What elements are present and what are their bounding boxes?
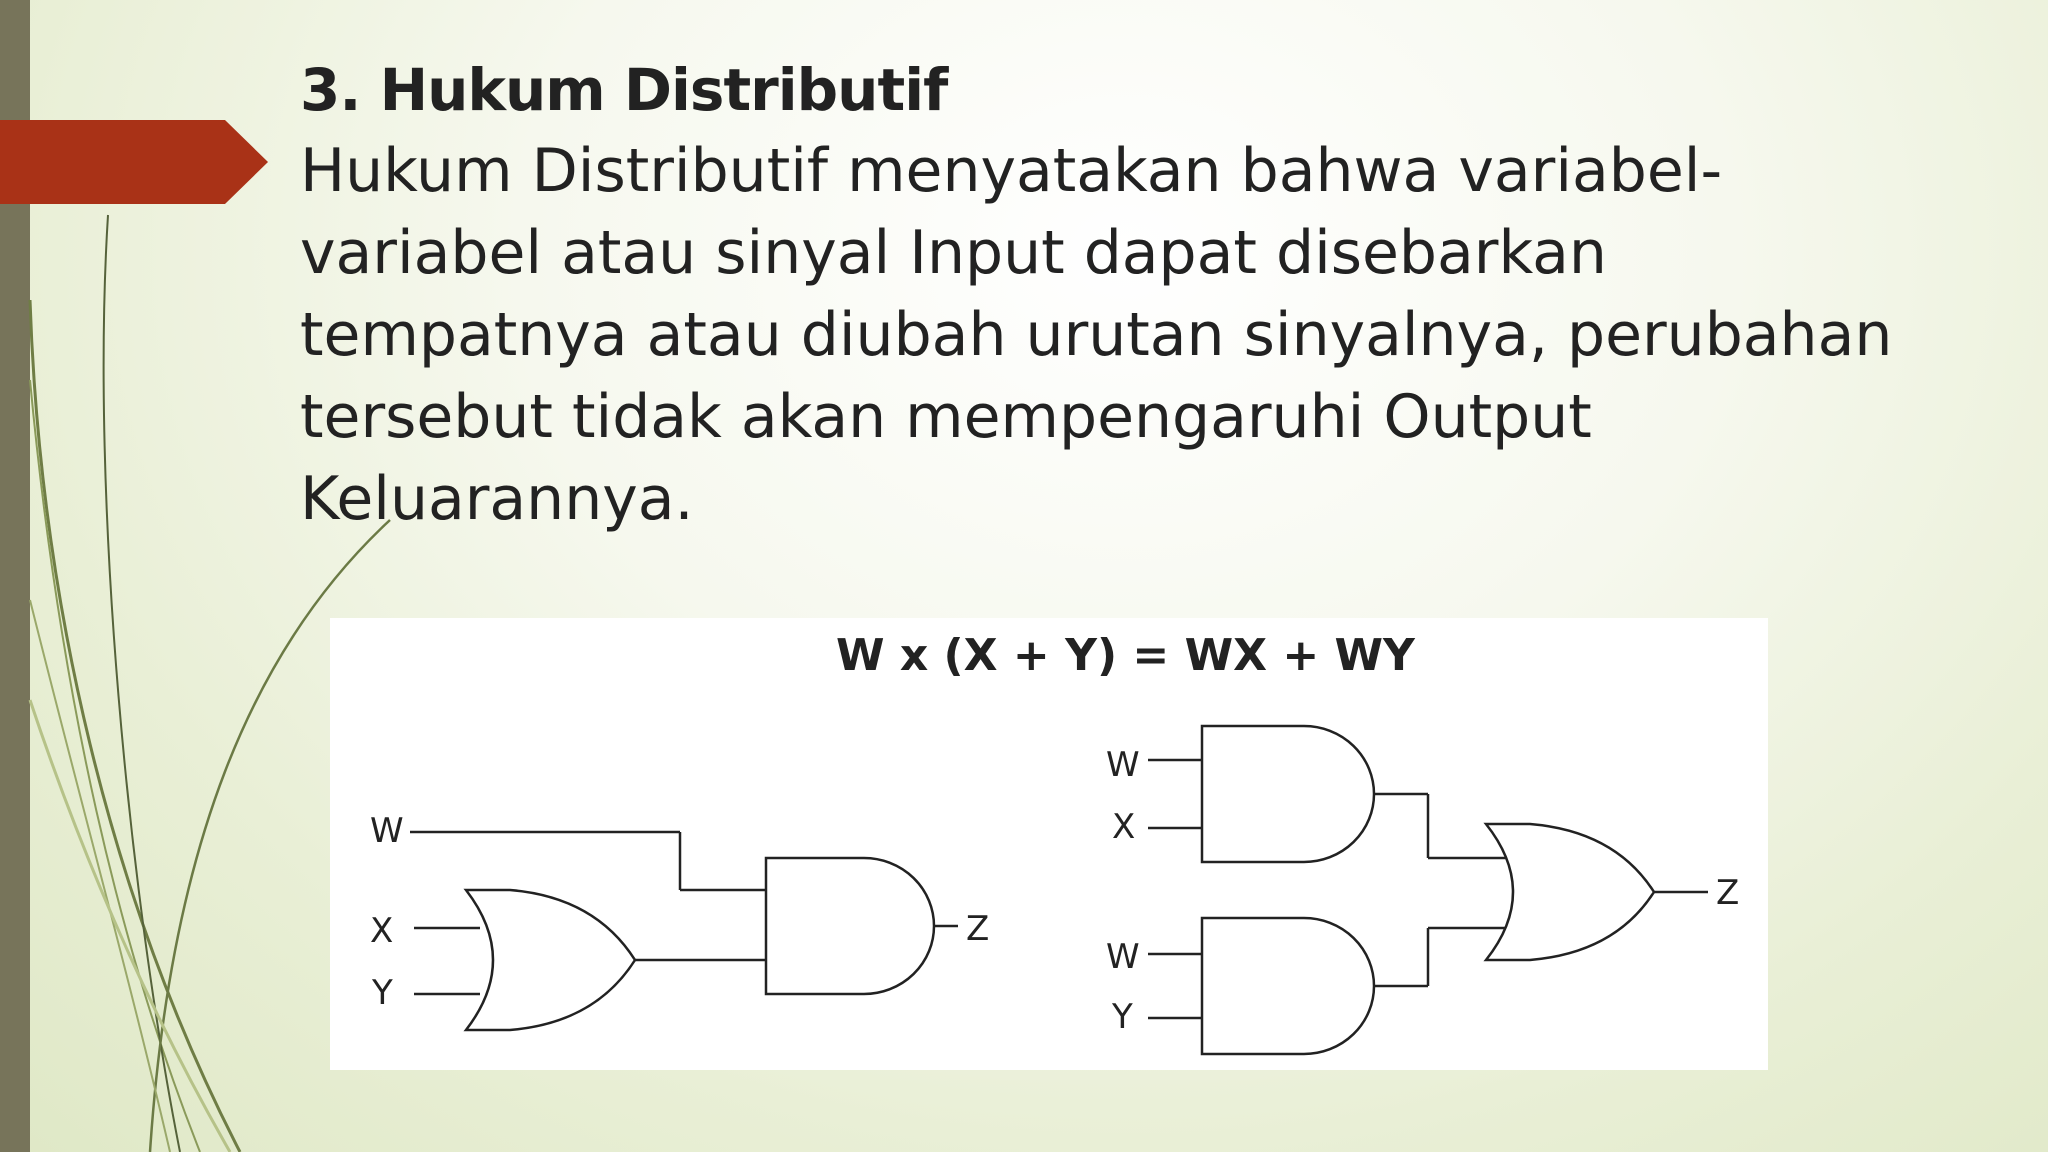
- right-output-z-label: Z: [1716, 873, 1739, 913]
- left-input-w-label: W: [370, 811, 404, 851]
- equation-text: W x (X + Y) = WX + WY: [836, 630, 1416, 681]
- right-input-y-label: Y: [1111, 997, 1133, 1037]
- right-or-gate: [1483, 822, 1656, 962]
- decorative-grass-lines: [28, 214, 391, 1152]
- logic-circuit-figure: W x (X + Y) = WX + WY W X Y Z W X W Y Z: [330, 618, 1768, 1070]
- logic-circuit-diagram: W x (X + Y) = WX + WY W X Y Z W X W Y Z: [370, 630, 1739, 1056]
- right-input-x-label: X: [1112, 807, 1135, 847]
- slide-title: 3. Hukum Distributif: [300, 56, 948, 124]
- body-line: variabel atau sinyal Input dapat disebar…: [300, 218, 1607, 288]
- right-wires: [1148, 758, 1708, 1020]
- slide-body-text: Hukum Distributif menyatakan bahwa varia…: [300, 130, 1900, 540]
- title-arrow-marker: [0, 120, 268, 204]
- left-wires: [410, 830, 958, 996]
- slide-content: 3. Hukum Distributif Hukum Distributif m…: [300, 50, 1900, 540]
- left-input-y-label: Y: [371, 973, 393, 1013]
- body-line: Keluarannya.: [300, 464, 694, 534]
- body-line: tempatnya atau diubah urutan sinyalnya, …: [300, 300, 1893, 370]
- right-and-gate-top: [1200, 724, 1376, 864]
- body-line: tersebut tidak akan mempengaruhi Output: [300, 382, 1592, 452]
- right-input-w2-label: W: [1106, 937, 1140, 977]
- left-and-gate: [764, 856, 936, 996]
- right-input-w1-label: W: [1106, 745, 1140, 785]
- right-and-gate-bottom: [1200, 916, 1376, 1056]
- left-input-x-label: X: [370, 911, 393, 951]
- body-line: Hukum Distributif menyatakan bahwa varia…: [300, 136, 1723, 206]
- left-or-gate: [463, 888, 637, 1032]
- left-output-z-label: Z: [966, 909, 989, 949]
